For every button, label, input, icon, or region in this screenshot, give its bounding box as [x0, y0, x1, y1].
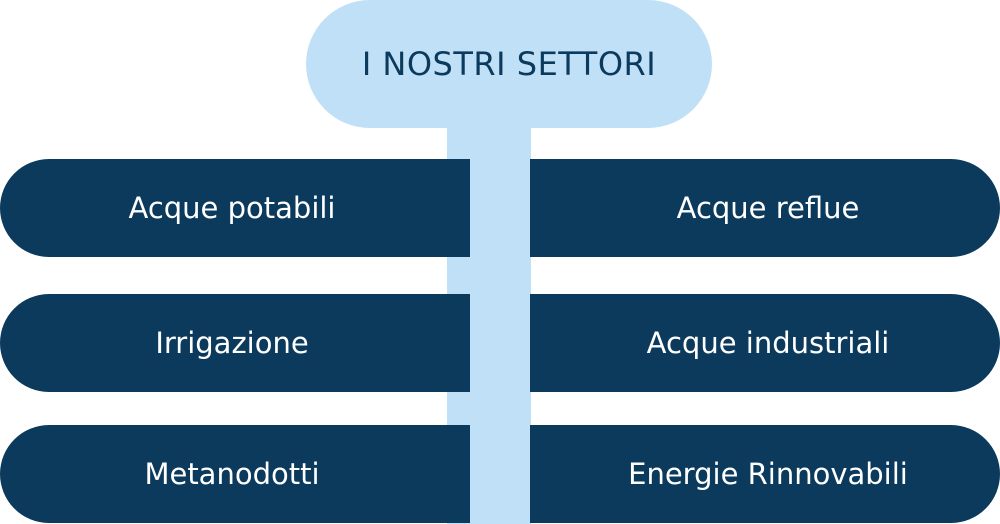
sector-label: Metanodotti: [144, 457, 320, 491]
sector-metanodotti: Metanodotti: [0, 425, 470, 523]
sectors-header: I NOSTRI SETTORI: [306, 0, 712, 128]
sector-label: Energie Rinnovabili: [628, 457, 908, 491]
connector-knob: [450, 188, 470, 228]
sector-label: Irrigazione: [155, 326, 309, 360]
connector-knob: [530, 188, 550, 228]
sector-acque-industriali: Acque industriali: [530, 294, 1000, 392]
sector-irrigazione: Irrigazione: [0, 294, 470, 392]
connector-knob: [450, 454, 470, 494]
connector-knob: [450, 323, 470, 363]
sector-energie-rinnovabili: Energie Rinnovabili: [530, 425, 1000, 523]
sector-label: Acque reflue: [676, 191, 860, 225]
sector-acque-reflue: Acque reflue: [530, 159, 1000, 257]
sector-label: Acque potabili: [128, 191, 336, 225]
connector-knob: [530, 323, 550, 363]
sector-acque-potabili: Acque potabili: [0, 159, 470, 257]
header-title: I NOSTRI SETTORI: [361, 45, 657, 83]
connector-knob: [530, 454, 550, 494]
sector-label: Acque industriali: [646, 326, 890, 360]
